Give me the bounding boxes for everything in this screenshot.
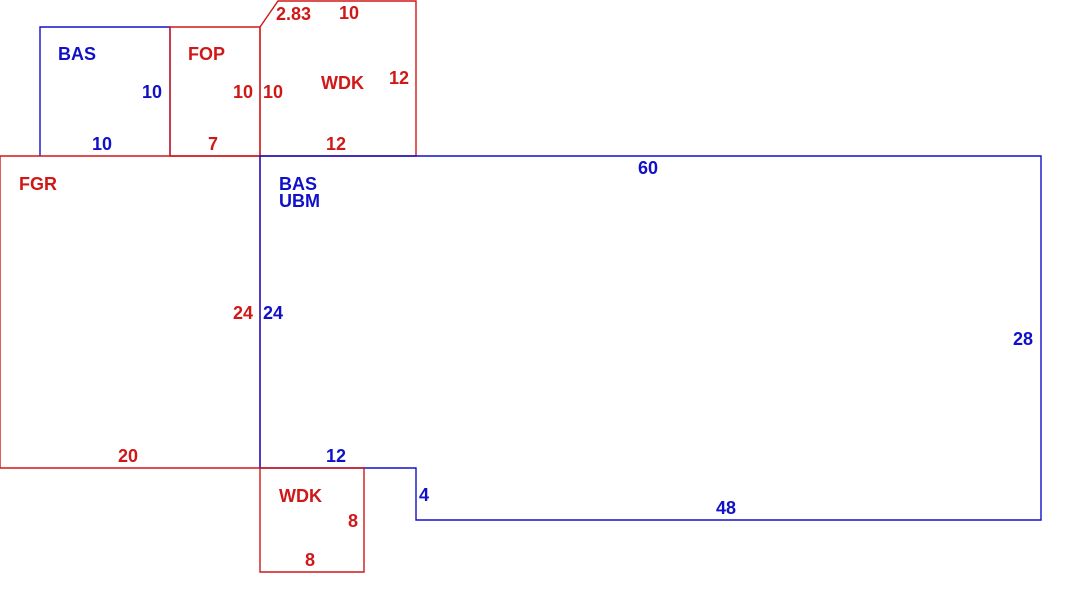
bas-main-dim-left: 24	[263, 303, 283, 323]
fgr-dim-right: 24	[233, 303, 253, 323]
bas-main-outline	[259, 155, 1042, 521]
fgr-code: FGR	[19, 174, 57, 194]
wdk-bottom-outline	[259, 467, 365, 573]
wdk-top-dim-left: 10	[263, 82, 283, 102]
bas-top-dim-bottom: 10	[92, 134, 112, 154]
wdk-top-dim-diagonal: 2.83	[276, 4, 311, 24]
fop-dim-bottom: 7	[208, 134, 218, 154]
bas-main-dim-right: 28	[1013, 329, 1033, 349]
bas-top-dim-right: 10	[142, 82, 162, 102]
wdk-top-dim-top: 10	[339, 3, 359, 23]
bas-top-code: BAS	[58, 44, 96, 64]
wdk-top-outline	[259, 0, 417, 157]
fgr-outline	[0, 155, 261, 469]
fop-code: FOP	[188, 44, 225, 64]
bas-main-dim-bottom: 48	[716, 498, 736, 518]
wdk-bottom-dim-right: 8	[348, 511, 358, 531]
fop-dim-right: 10	[233, 82, 253, 102]
wdk-top-dim-bottom: 12	[326, 134, 346, 154]
bas-main-dim-top: 60	[638, 158, 658, 178]
wdk-top-code: WDK	[321, 73, 364, 93]
fgr-dim-bottom: 20	[118, 446, 138, 466]
ubm-code: UBM	[279, 191, 320, 211]
bas-main-dim-step-top: 12	[326, 446, 346, 466]
wdk-bottom-code: WDK	[279, 486, 322, 506]
wdk-bottom-dim-bottom: 8	[305, 550, 315, 570]
bas-main-dim-step-side: 4	[419, 485, 429, 505]
wdk-top-dim-right: 12	[389, 68, 409, 88]
bas-main-code: BAS	[279, 174, 317, 194]
